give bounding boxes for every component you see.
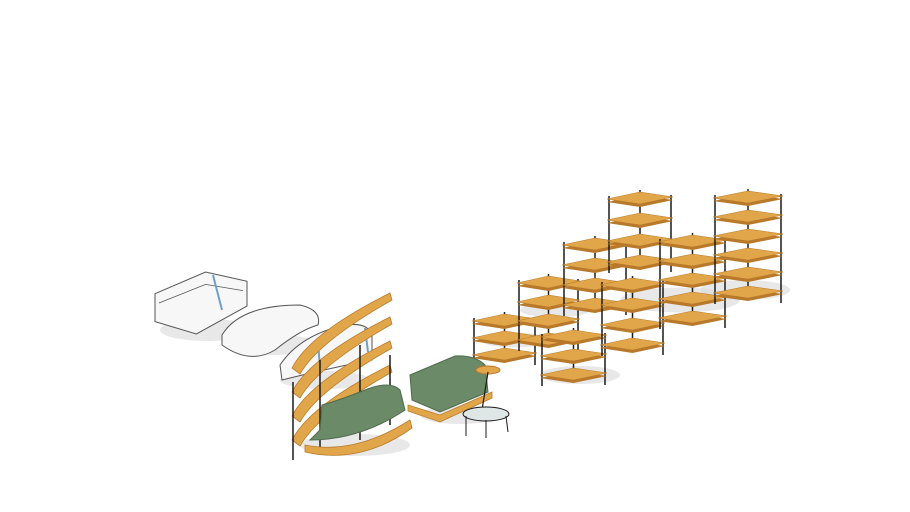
shelf-board bbox=[712, 247, 784, 261]
coffee-table-leg bbox=[505, 415, 509, 433]
curved-white-sofa-body bbox=[221, 304, 320, 357]
green-sofa-body bbox=[409, 355, 489, 413]
curved-shelf-board bbox=[291, 316, 393, 399]
white-sofa-seat-line bbox=[158, 283, 244, 304]
green-sofa-base bbox=[407, 391, 493, 423]
shelf-board bbox=[471, 347, 538, 361]
coffee-table-top bbox=[462, 406, 510, 422]
curved-shelf-board bbox=[291, 364, 393, 447]
shelf-board bbox=[712, 190, 784, 204]
curved-shelf-board bbox=[291, 340, 393, 423]
shelf-board bbox=[657, 310, 728, 324]
shelf-board bbox=[516, 313, 581, 327]
shelf-board bbox=[539, 329, 608, 343]
white-sofa-accent bbox=[212, 274, 223, 311]
shelf-board bbox=[599, 317, 666, 331]
green-sofa-base bbox=[304, 419, 413, 456]
curved-shelf-board bbox=[291, 292, 393, 375]
shelf-board bbox=[539, 367, 608, 381]
shelving-group bbox=[471, 189, 784, 386]
shelf-board bbox=[606, 212, 674, 226]
shelf-board bbox=[712, 228, 784, 242]
green-sofa-group bbox=[291, 292, 510, 460]
side-table-leg bbox=[481, 371, 489, 411]
shelf-board bbox=[712, 209, 784, 223]
shelf-board bbox=[606, 191, 674, 205]
shelf-board bbox=[539, 348, 608, 362]
green-curved-sofa-body bbox=[308, 384, 406, 441]
shelf-board bbox=[712, 266, 784, 280]
shelf-board bbox=[712, 285, 784, 299]
shelf-board bbox=[599, 337, 666, 351]
